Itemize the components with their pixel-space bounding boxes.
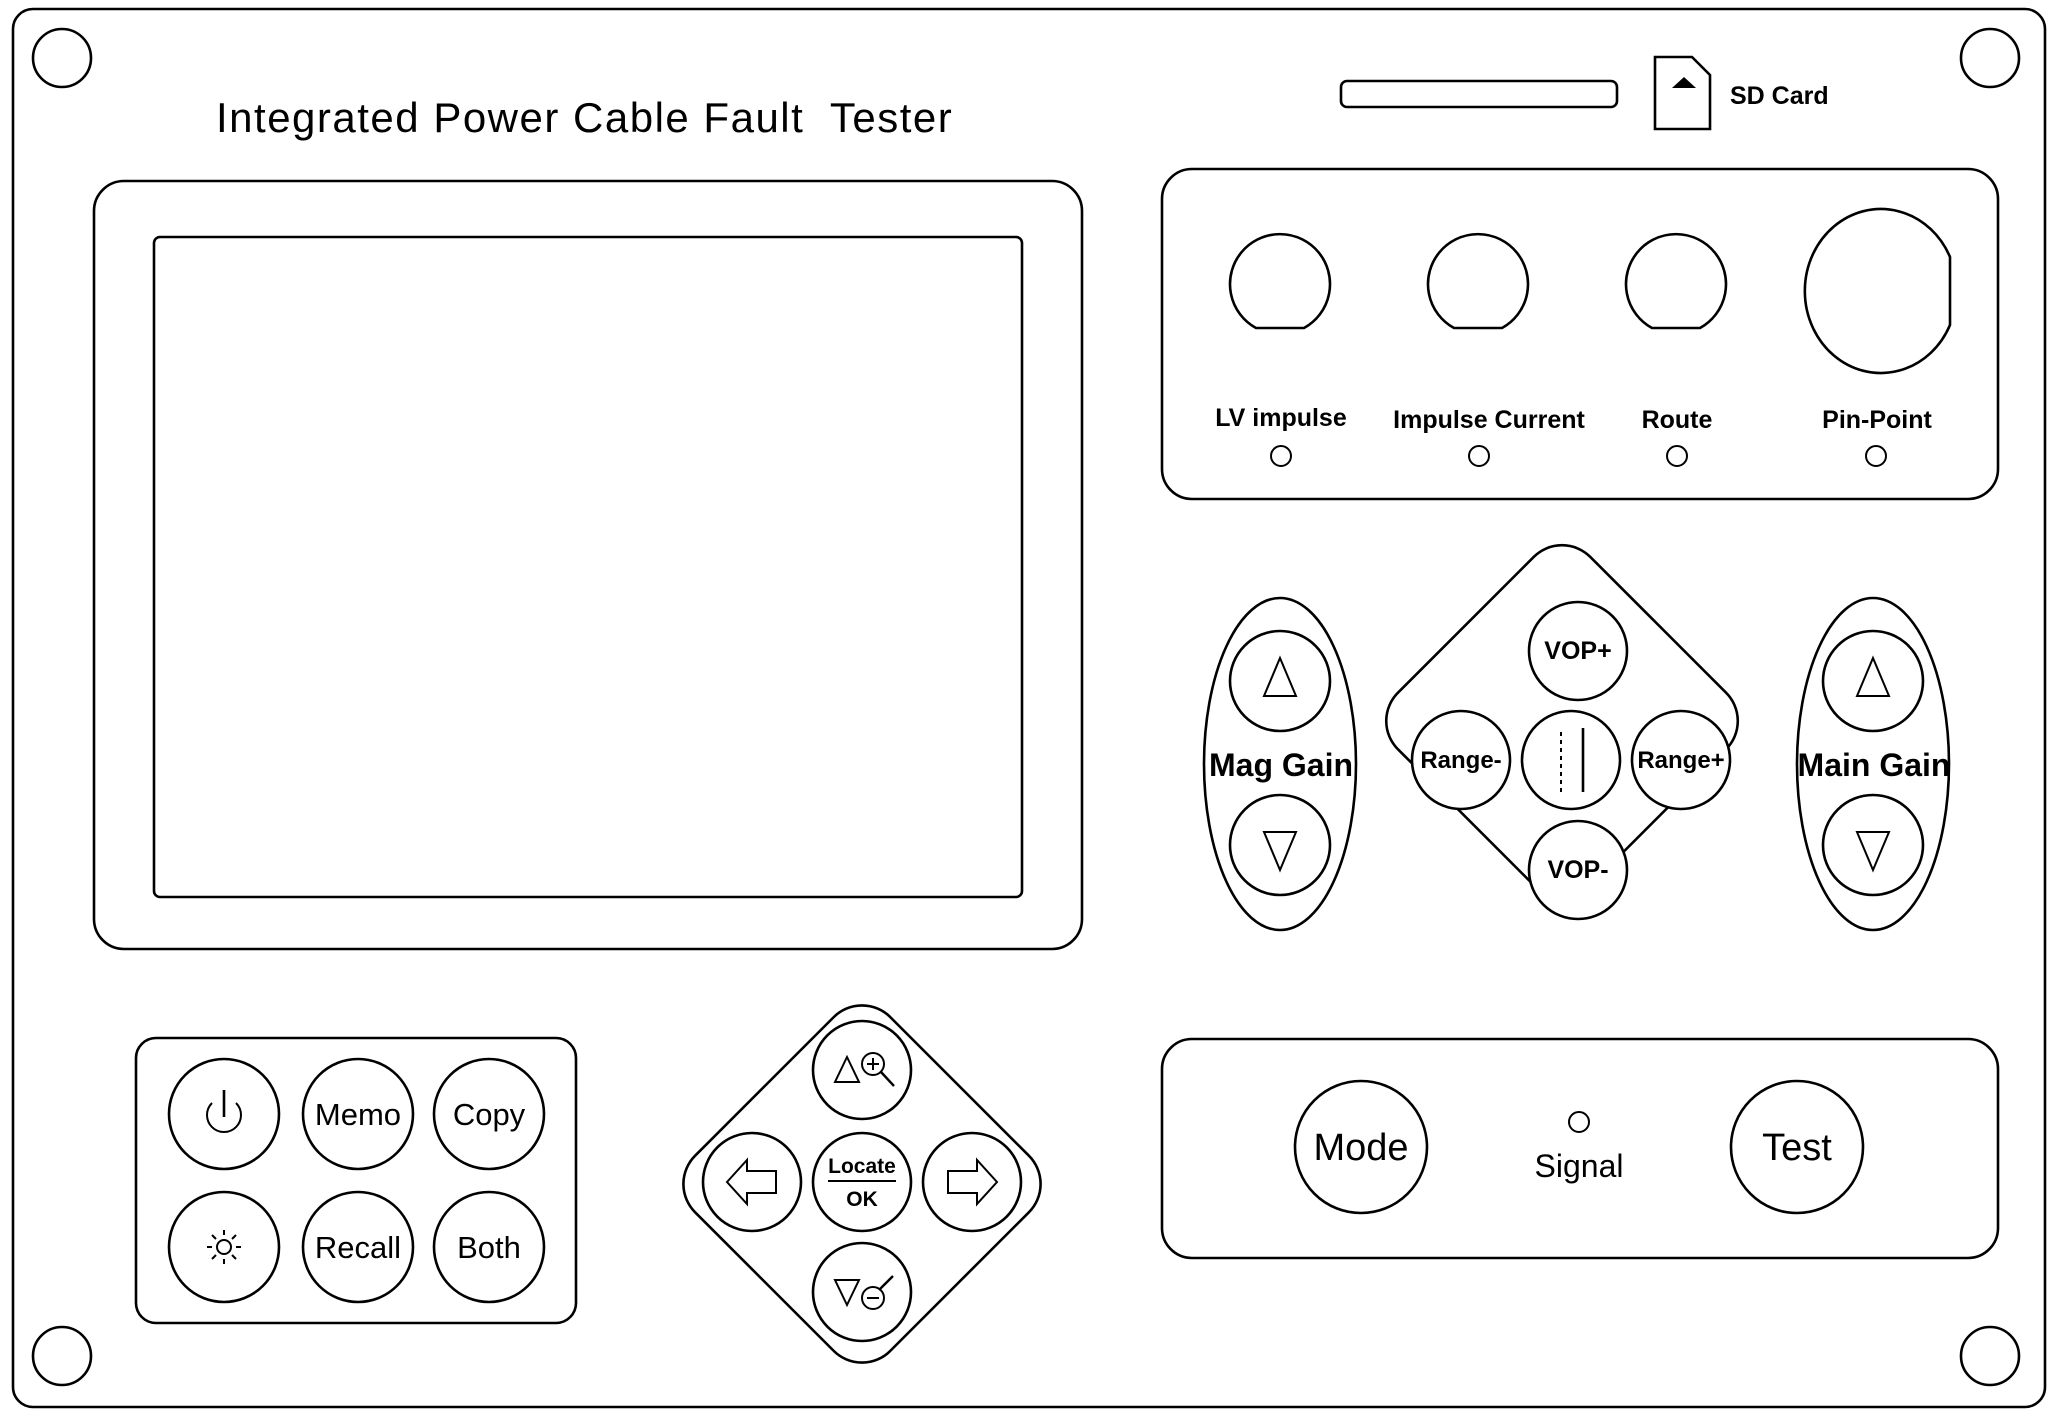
range-minus-button[interactable]: Range- — [1410, 709, 1512, 811]
arrow-right-button[interactable] — [921, 1131, 1023, 1233]
brightness-button[interactable] — [167, 1190, 281, 1304]
signal-label: Signal — [1535, 1148, 1624, 1184]
locate-ok-button[interactable]: Locate OK — [811, 1131, 913, 1233]
page-title: Integrated Power Cable Fault Tester — [216, 94, 953, 141]
function-key-panel — [134, 1036, 578, 1325]
memo-button[interactable]: Memo — [301, 1057, 415, 1171]
vop-plus-label: VOP+ — [1544, 637, 1611, 665]
locate-label: Locate — [828, 1155, 896, 1178]
sd-card-icon — [1653, 55, 1712, 131]
port-impulse-current[interactable] — [1426, 232, 1530, 330]
range-plus-button[interactable]: Range+ — [1630, 709, 1732, 811]
zoom-out-icon — [833, 1275, 894, 1310]
arrow-left-button[interactable] — [701, 1131, 803, 1233]
ok-label: OK — [846, 1188, 878, 1211]
sd-card-label: SD Card — [1730, 82, 1829, 110]
power-icon — [206, 1090, 242, 1134]
power-button[interactable] — [167, 1057, 281, 1171]
copy-button[interactable]: Copy — [432, 1057, 546, 1171]
screw-hole — [1959, 1325, 2021, 1387]
cursor-lines-icon — [1560, 728, 1585, 792]
recall-label: Recall — [315, 1230, 401, 1265]
arrow-left-icon — [725, 1157, 777, 1207]
indicator-led-impulse-current — [1468, 445, 1490, 467]
main-gain-group — [1795, 596, 1951, 932]
mode-label: Mode — [1313, 1127, 1408, 1169]
both-button[interactable]: Both — [432, 1190, 546, 1304]
port-lv-impulse[interactable] — [1228, 232, 1332, 330]
arrow-right-icon — [947, 1157, 999, 1207]
vop-pad-frame — [1384, 543, 1740, 899]
zoom-in-button[interactable] — [811, 1019, 913, 1121]
test-button[interactable]: Test — [1729, 1079, 1865, 1215]
port-label-pin-point: Pin-Point — [1822, 406, 1932, 434]
vop-minus-button[interactable]: VOP- — [1527, 819, 1629, 921]
mode-button[interactable]: Mode — [1293, 1079, 1429, 1215]
memo-label: Memo — [315, 1097, 401, 1132]
triangle-down-icon — [1262, 831, 1298, 873]
range-plus-label: Range+ — [1637, 747, 1724, 774]
cursor-center-button[interactable] — [1520, 709, 1622, 811]
lcd-screen — [152, 235, 1024, 899]
vop-plus-button[interactable]: VOP+ — [1527, 600, 1629, 702]
mag-gain-label: Mag Gain — [1209, 747, 1353, 783]
screw-hole — [31, 27, 93, 89]
triangle-down-icon — [1855, 831, 1891, 873]
vop-minus-label: VOP- — [1547, 856, 1608, 884]
indicator-led-lv-impulse — [1270, 445, 1292, 467]
panel-outline — [11, 7, 2047, 1409]
screw-hole — [1959, 27, 2021, 89]
screen-bezel — [92, 179, 1084, 951]
mag-gain-up-button[interactable] — [1228, 629, 1332, 733]
connector-panel — [1160, 167, 2000, 501]
both-label: Both — [457, 1230, 521, 1265]
mag-gain-group — [1202, 596, 1358, 932]
signal-indicator-led — [1568, 1111, 1590, 1133]
port-pin-point[interactable] — [1803, 207, 1952, 375]
main-gain-up-button[interactable] — [1821, 629, 1925, 733]
zoom-out-button[interactable] — [811, 1241, 913, 1343]
zoom-in-icon — [833, 1052, 895, 1087]
test-label: Test — [1762, 1127, 1832, 1169]
main-gain-down-button[interactable] — [1821, 793, 1925, 897]
triangle-up-icon — [1855, 655, 1891, 697]
control-panel — [1160, 1037, 2000, 1260]
nav-pad-frame — [682, 1004, 1042, 1364]
brightness-icon — [207, 1230, 241, 1264]
port-route[interactable] — [1624, 232, 1728, 330]
screw-hole — [31, 1325, 93, 1387]
indicator-led-pin-point — [1865, 445, 1887, 467]
triangle-up-icon — [1262, 655, 1298, 697]
port-label-lv-impulse: LV impulse — [1215, 404, 1347, 432]
recall-button[interactable]: Recall — [301, 1190, 415, 1304]
port-label-impulse-current: Impulse Current — [1393, 406, 1585, 434]
sd-card-slot[interactable] — [1339, 79, 1619, 109]
mag-gain-down-button[interactable] — [1228, 793, 1332, 897]
indicator-led-route — [1666, 445, 1688, 467]
copy-label: Copy — [453, 1097, 526, 1132]
range-minus-label: Range- — [1420, 747, 1501, 774]
main-gain-label: Main Gain — [1798, 747, 1951, 783]
port-label-route: Route — [1642, 406, 1713, 434]
